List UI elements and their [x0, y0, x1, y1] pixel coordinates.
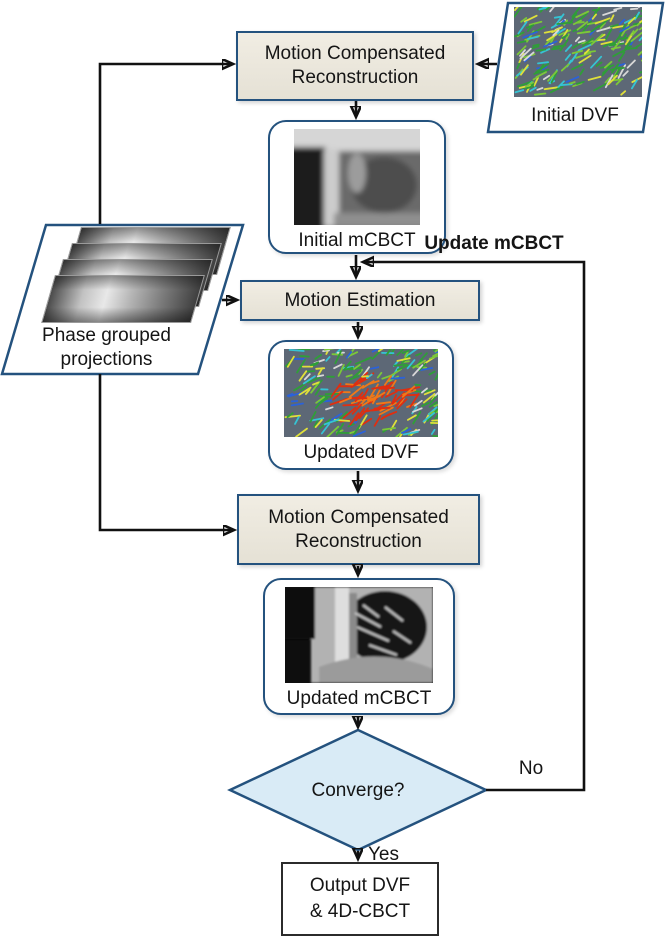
initial-dvf-caption: Initial DVF: [531, 105, 619, 126]
updated-dvf-image: [284, 349, 438, 437]
phase-projections-caption: Phase grouped projections: [42, 325, 171, 370]
converge-label: Converge?: [311, 780, 405, 801]
updated-dvf-node: Updated DVF: [268, 340, 454, 470]
initial-mcbct-image: [294, 129, 420, 225]
no-branch-label: No: [518, 758, 544, 779]
update-mcbct-label: Update mCBCT: [424, 233, 564, 254]
mcr-top-box: Motion Compensated Reconstruction: [236, 31, 474, 101]
initial-mcbct-caption: Initial mCBCT: [298, 230, 416, 251]
updated-dvf-caption: Updated DVF: [303, 442, 419, 463]
updated-mcbct-caption: Updated mCBCT: [286, 688, 432, 709]
updated-mcbct-image: [285, 587, 433, 683]
output-box: Output DVF & 4D-CBCT: [281, 862, 439, 936]
initial-dvf-image: [514, 7, 642, 97]
output-line2: & 4D-CBCT: [309, 901, 411, 922]
phase-projections-image-stack: [41, 227, 231, 327]
projection-frame: [41, 275, 205, 323]
initial-mcbct-node: Initial mCBCT: [268, 120, 446, 254]
edge-projections-to-mcr-top: [98, 64, 233, 224]
motion-estimation-box: Motion Estimation: [240, 280, 480, 321]
yes-branch-label: Yes: [368, 844, 399, 865]
updated-mcbct-node: Updated mCBCT: [263, 578, 455, 715]
mcr-bottom-box: Motion Compensated Reconstruction: [237, 494, 480, 565]
output-line1: Output DVF: [309, 875, 411, 897]
edge-projections-to-mcr-bottom: [98, 374, 234, 530]
